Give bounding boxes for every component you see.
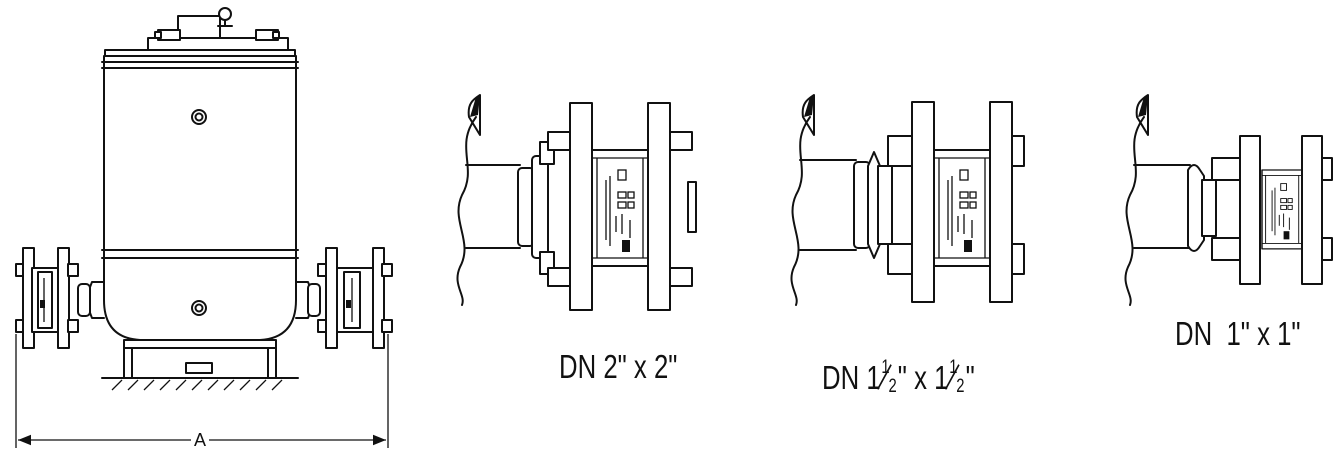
caption-dn-1: DN 1" x 1": [1175, 315, 1301, 352]
connection-dn-1-5: [790, 94, 1025, 306]
caption-dn-1-5-suffix: ": [965, 359, 975, 396]
pump-assembly: [15, 7, 393, 448]
fraction-denominator: 2: [888, 376, 897, 397]
connection-dn-1: [1124, 94, 1333, 306]
caption-dn-1-5-prefix: DN 1: [822, 359, 881, 396]
fraction-numerator: 1: [881, 357, 890, 378]
caption-dn-2: DN 2" x 2": [559, 348, 678, 385]
caption-dn-1-5-middle: " x 1: [897, 359, 949, 396]
fraction-denominator: 2: [956, 376, 965, 397]
connection-dn-2: [456, 94, 697, 311]
fraction-numerator: 1: [949, 357, 958, 378]
dimension-a-label: A: [191, 431, 210, 449]
